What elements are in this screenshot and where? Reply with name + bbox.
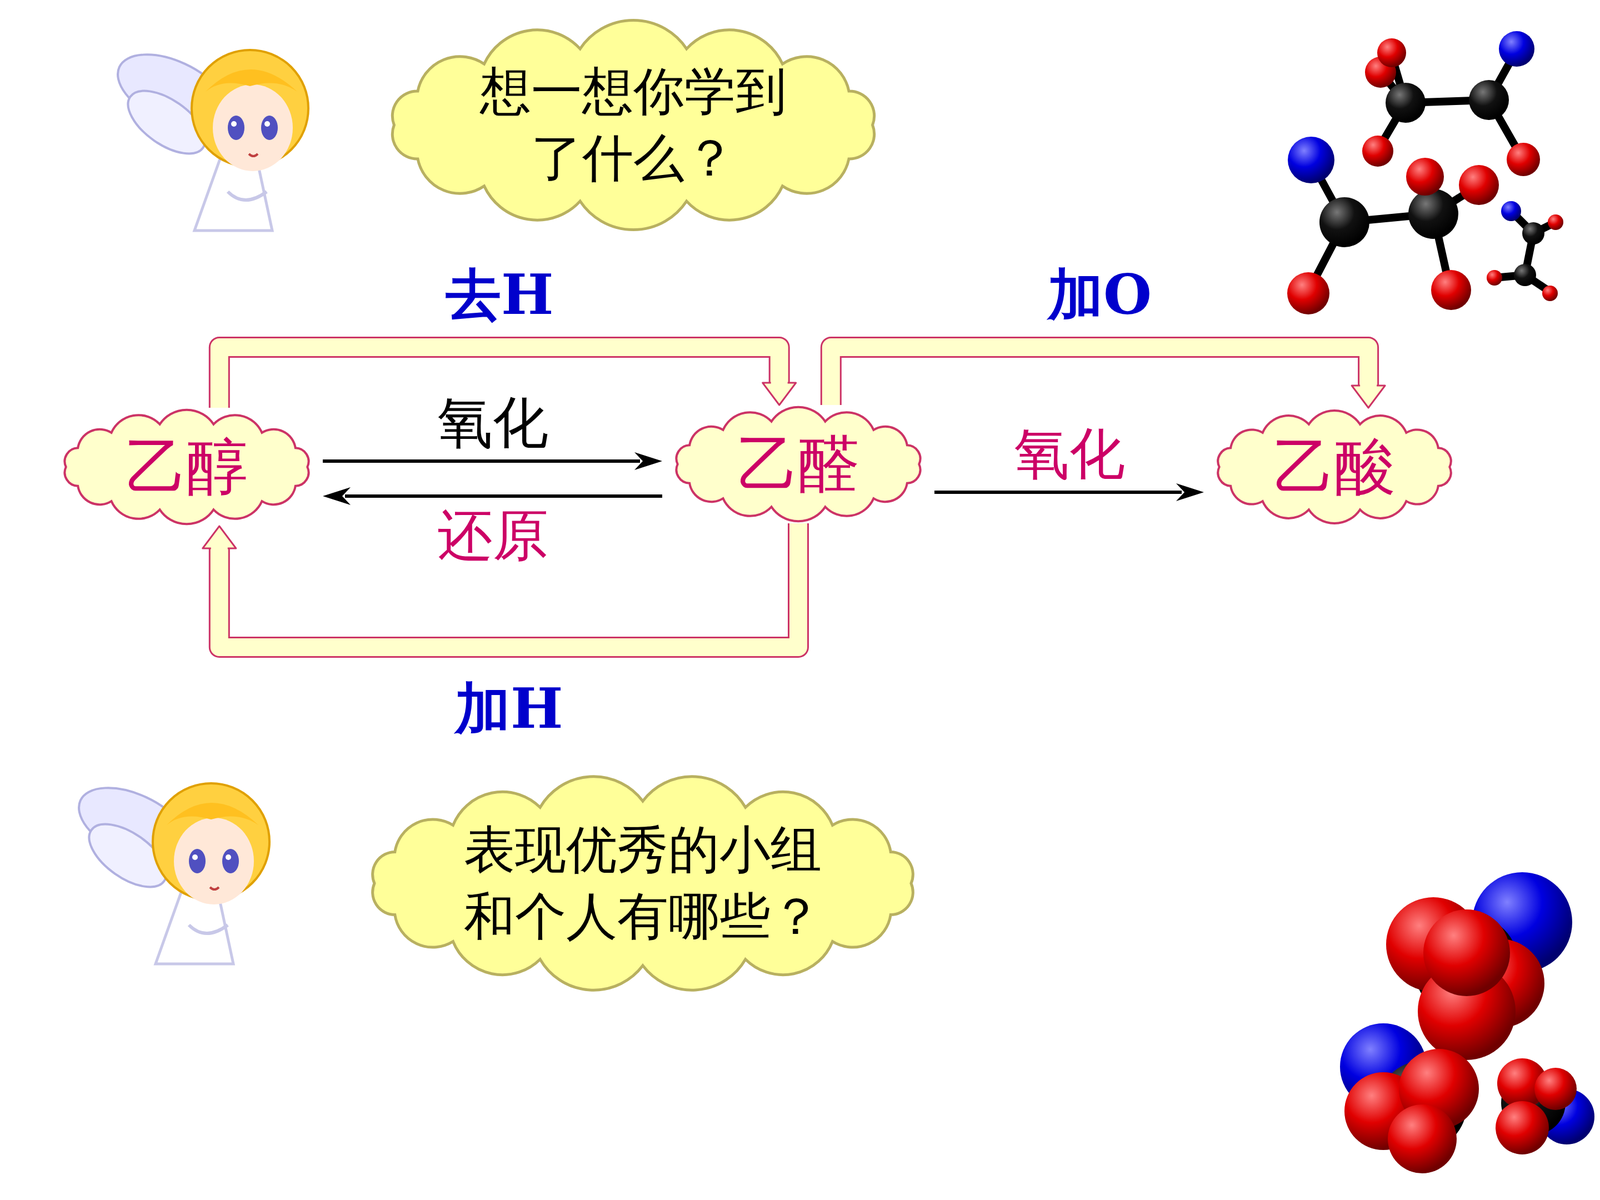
angel-figure xyxy=(67,772,270,964)
speech-cloud: 表现优秀的小组 和个人有哪些？ xyxy=(345,772,940,995)
cloud-shape xyxy=(676,407,921,522)
speech-cloud: 想一想你学到 了什么？ xyxy=(366,19,900,231)
molecule-space-filling xyxy=(1340,872,1595,1174)
reaction-arrow xyxy=(322,487,663,505)
compound-name: 乙醛 xyxy=(737,424,860,504)
angel-figure xyxy=(106,39,309,231)
cloud-shape xyxy=(1217,410,1451,524)
edge-label: 还原 xyxy=(437,505,549,567)
edge-label: 去H xyxy=(445,263,554,325)
cloud-shape xyxy=(392,20,874,230)
edge-label: 氧化 xyxy=(437,392,549,454)
cloud-shape xyxy=(372,776,914,990)
reaction-arrow xyxy=(322,452,663,470)
edge-label: 加O xyxy=(1047,263,1152,325)
compound-cloud: 乙酸 xyxy=(1203,407,1465,527)
molecule-ball-stick xyxy=(1308,50,1556,292)
compound-name: 乙醇 xyxy=(125,427,248,507)
compound-cloud: 乙醇 xyxy=(50,407,323,527)
edge-label: 氧化 xyxy=(1013,423,1125,485)
speech-text: 表现优秀的小组 和个人有哪些？ xyxy=(456,816,830,950)
cloud-outline xyxy=(345,772,940,995)
compound-cloud: 乙醛 xyxy=(662,405,935,524)
cloud-shape xyxy=(65,410,309,525)
edge-label: 加H xyxy=(455,677,563,739)
speech-text: 想一想你学到 了什么？ xyxy=(472,58,795,192)
reaction-arrow xyxy=(934,483,1204,502)
molecule-atoms xyxy=(1287,31,1564,315)
cloud-outline xyxy=(366,19,900,231)
bracket-arrow xyxy=(831,347,1385,408)
compound-name: 乙酸 xyxy=(1273,427,1396,507)
